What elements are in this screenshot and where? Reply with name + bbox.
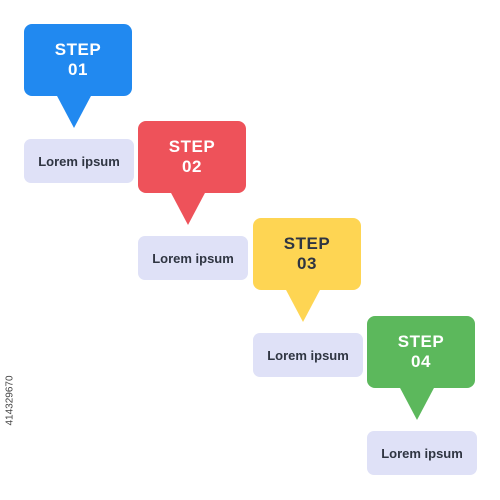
step-3-label: Lorem ipsum (253, 333, 363, 377)
step-4: STEP 04 Lorem ipsum (367, 316, 477, 475)
step-1-bubble: STEP 01 (24, 24, 132, 128)
step-2-title: STEP (168, 137, 216, 156)
step-4-number: 04 (411, 352, 431, 371)
step-3-title: STEP (283, 234, 331, 253)
step-3-number: 03 (297, 254, 317, 273)
step-1-number: 01 (68, 60, 88, 79)
stock-id-watermark: 414329670 (0, 300, 20, 500)
step-2-bubble: STEP 02 (138, 121, 246, 225)
step-4-label: Lorem ipsum (367, 431, 477, 475)
step-4-title: STEP (397, 332, 445, 351)
step-4-pointer (399, 386, 435, 420)
step-3-pointer (285, 288, 321, 322)
stock-id-text: 414329670 (4, 374, 16, 426)
step-2: STEP 02 Lorem ipsum (138, 121, 248, 280)
step-1-title: STEP (54, 40, 102, 59)
step-2-label: Lorem ipsum (138, 236, 248, 280)
step-1-label: Lorem ipsum (24, 139, 134, 183)
step-2-pointer (170, 191, 206, 225)
step-2-number: 02 (182, 157, 202, 176)
step-4-bubble: STEP 04 (367, 316, 475, 420)
step-1-pointer (56, 94, 92, 128)
step-3: STEP 03 Lorem ipsum (253, 218, 363, 377)
step-3-bubble: STEP 03 (253, 218, 361, 322)
step-1: STEP 01 Lorem ipsum (24, 24, 134, 183)
